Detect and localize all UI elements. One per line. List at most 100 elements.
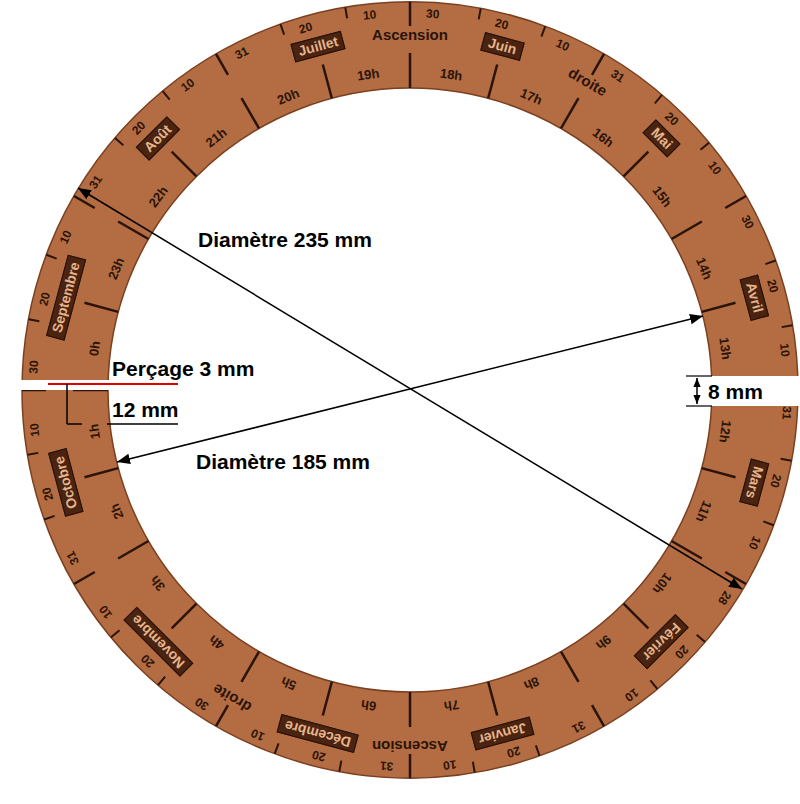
scale-tick — [650, 680, 657, 688]
scale-tick — [345, 7, 347, 18]
month-name: Juillet — [296, 33, 339, 60]
hour-mark-box: 19h — [356, 66, 380, 84]
month-name: Octobre — [51, 454, 81, 510]
day-number-box: 20 — [129, 118, 148, 137]
day-number: 30 — [192, 695, 211, 714]
scale-tick — [27, 453, 38, 455]
scale-tick — [158, 677, 165, 685]
dimension-label: 8 mm — [708, 380, 763, 403]
day-number-box: 10 — [746, 534, 764, 552]
scale-tick — [323, 64, 332, 98]
day-number-box: 31 — [569, 718, 587, 736]
day-number-box: 20 — [662, 109, 681, 128]
hour-mark-box: 2h — [106, 502, 126, 522]
day-number: 10 — [178, 76, 197, 95]
hour-mark-box: 21h — [203, 125, 230, 151]
day-number-box: 20 — [36, 291, 53, 307]
day-number-box: 10 — [705, 158, 724, 177]
month-name: Avril — [742, 281, 766, 315]
hour-mark-box: 7h — [443, 697, 460, 714]
scale-tick — [672, 222, 702, 240]
month-box: Octobre — [48, 448, 83, 516]
dimension-label-box: 12 mm — [112, 398, 179, 421]
day-number: 20 — [662, 109, 681, 128]
day-number-box: 10 — [554, 36, 572, 54]
day-number-box: 20 — [39, 486, 56, 503]
dimension-label: 12 mm — [112, 398, 179, 421]
dimension-label: Perçage 3 mm — [112, 357, 254, 380]
ring-gap — [700, 376, 800, 406]
scale-tick — [763, 521, 773, 525]
day-number-box: 31 — [63, 549, 81, 567]
hour-mark-box: 20h — [275, 85, 301, 107]
hour-mark-box: 15h — [650, 183, 676, 210]
hour-mark-box: 23h — [105, 255, 127, 281]
scale-tick — [697, 635, 705, 642]
scale-tick — [702, 303, 736, 312]
day-number: 10 — [27, 423, 42, 438]
day-number: 28 — [715, 589, 734, 608]
day-number-box: 30 — [26, 360, 41, 374]
day-number: 31 — [779, 406, 794, 420]
day-number-box: 20 — [138, 652, 157, 671]
month-box: Mars — [739, 458, 769, 506]
scale-tick — [74, 196, 95, 208]
day-number-box: 31 — [380, 759, 394, 774]
scale-tick — [409, 692, 412, 727]
scale-title: Ascension — [372, 738, 448, 755]
month-name: Mars — [741, 464, 766, 500]
day-number-box: 10 — [623, 685, 642, 704]
hour-mark-box: 18h — [439, 66, 463, 84]
hour-mark: 13h — [716, 336, 734, 360]
day-number: 10 — [248, 726, 266, 744]
hour-mark-box: 3h — [147, 573, 168, 594]
day-number-box: 31 — [86, 172, 105, 191]
scale-tick — [111, 630, 119, 637]
day-number: 10 — [623, 685, 642, 704]
day-number-box: 20 — [298, 19, 315, 36]
month-name: Novembre — [128, 612, 188, 672]
day-number: 10 — [705, 158, 724, 177]
extension-line — [686, 375, 712, 376]
dimension-line — [117, 316, 703, 462]
scale-tick — [409, 754, 412, 778]
hour-mark-box: 5h — [278, 674, 298, 694]
day-number: 20 — [298, 19, 315, 36]
day-number: 30 — [738, 213, 756, 231]
hour-mark-box: 11h — [693, 499, 715, 525]
day-number: 20 — [36, 291, 53, 307]
day-number: 20 — [138, 652, 157, 671]
hour-mark-box: 1h — [86, 423, 103, 440]
extension-line — [686, 405, 712, 406]
hour-mark-box: 22h — [145, 183, 171, 210]
day-number: 20 — [493, 16, 509, 33]
month-box: Juin — [480, 32, 524, 61]
scale-tick — [172, 152, 197, 177]
scale-tick — [592, 54, 604, 75]
day-number: 31 — [380, 759, 394, 774]
scale-tick — [781, 459, 792, 461]
hour-mark: 17h — [518, 85, 544, 107]
day-number-box: 30 — [738, 213, 756, 231]
scale-tick — [275, 743, 279, 753]
scale-tick — [536, 745, 540, 755]
hour-mark-box: 6h — [360, 697, 377, 714]
day-number-box: 10 — [248, 726, 266, 744]
scale-tick — [561, 652, 579, 682]
day-number: 10 — [746, 534, 764, 552]
scale-tick — [702, 468, 736, 477]
day-number: 30 — [26, 360, 41, 374]
day-number-box: 20 — [767, 473, 784, 489]
scale-title-box: Ascension — [372, 738, 448, 755]
scale-tick — [473, 762, 475, 773]
day-number-box: 20 — [764, 278, 781, 295]
scale-title-box: Ascension — [372, 26, 448, 43]
scale-title-box: droite — [210, 681, 255, 717]
day-number-box: 10 — [56, 228, 74, 246]
day-number-box: 20 — [311, 747, 327, 764]
day-number: 30 — [426, 6, 440, 21]
dimension-label-box: 8 mm — [708, 380, 763, 403]
extension-line — [66, 384, 68, 424]
day-number: 10 — [363, 7, 378, 22]
